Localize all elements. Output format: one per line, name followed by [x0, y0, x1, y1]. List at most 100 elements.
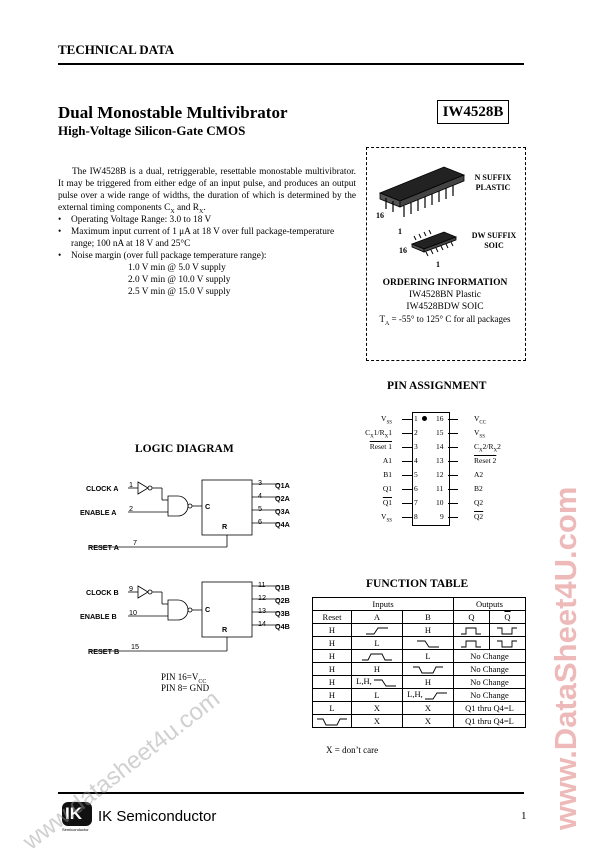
pin-right-lead: [448, 503, 458, 504]
pin-left-lead: [402, 419, 412, 420]
company-name: IK Semiconductor: [98, 808, 217, 825]
bullet-icon: •: [58, 227, 62, 237]
n-suffix-label: N SUFFIX: [474, 173, 512, 182]
function-table-note: X = don’t care: [326, 745, 379, 755]
dip-pin1-label: 1: [398, 227, 402, 236]
pin-note-gnd: PIN 8= GND: [161, 683, 210, 693]
pin-right-lead: [448, 419, 458, 420]
pin-right-label: VCC: [474, 414, 487, 426]
pin-left-label: CX1/RX1: [365, 428, 392, 440]
bullet-icon: •: [58, 251, 62, 261]
logo-ik-text: IK: [65, 804, 82, 823]
table-cell: H: [312, 623, 352, 637]
pin-left-lead: [402, 447, 412, 448]
pin-right-number: 10: [436, 498, 444, 507]
reset-b-label: RESET B: [88, 647, 120, 656]
table-cell: L,H,: [402, 688, 454, 702]
table-cell: X: [402, 701, 454, 715]
table-cell: [402, 636, 454, 650]
output-pin-number: 6: [258, 517, 262, 526]
dip-pin16-label: 16: [376, 211, 384, 220]
clock-a-pin: 1: [129, 480, 133, 489]
ordering-box: [366, 147, 526, 361]
pin-left-number: 2: [414, 428, 418, 437]
pin-right-lead: [448, 489, 458, 490]
pin-right-number: 11: [436, 484, 444, 493]
part-number-box: IW4528B: [437, 100, 509, 124]
pin-left-label: VSS: [381, 414, 392, 426]
reset-b-pin: 15: [131, 642, 139, 651]
table-cell: X: [351, 714, 403, 728]
page-title: Dual Monostable Multivibrator: [58, 103, 288, 122]
table-cell: No Change: [453, 649, 526, 663]
table-cell: L,H,: [351, 675, 403, 689]
table-cell: [453, 623, 490, 637]
table-cell: H: [312, 675, 352, 689]
logo-ik-icon: [62, 802, 92, 826]
noise-margin-2: 2.0 V min @ 10.0 V supply: [128, 275, 231, 285]
pin-left-label: VSS: [381, 512, 392, 524]
output-label: Q2B: [275, 596, 290, 605]
output-label: Q1B: [275, 583, 290, 592]
pin-left-label: B1: [383, 470, 392, 479]
pin-right-number: 16: [436, 414, 444, 423]
output-label: Q3B: [275, 609, 290, 618]
col-header-b: B: [402, 610, 454, 624]
pin-left-number: 6: [414, 484, 418, 493]
table-cell: L: [402, 649, 454, 663]
table-cell: No Change: [453, 688, 526, 702]
col-header-a: A: [351, 610, 403, 624]
table-cell: H: [351, 662, 403, 676]
feature-item: Maximum input current of 1 μA at 18 V ov…: [71, 227, 335, 249]
pin-right-label: Reset 2: [474, 456, 497, 465]
pin-right-lead: [448, 447, 458, 448]
clock-b-pin: 9: [129, 584, 133, 593]
pin-right-lead: [448, 433, 458, 434]
ordering-title: ORDERING INFORMATION: [382, 278, 508, 288]
pin-right-label: Q2: [474, 498, 484, 507]
output-pin-number: 3: [258, 478, 262, 487]
output-pin-number: 12: [258, 593, 266, 602]
enable-b-pin: 10: [129, 608, 137, 617]
footer-rule: [58, 792, 524, 794]
bullet-icon: •: [58, 215, 62, 225]
table-cell: No Change: [453, 662, 526, 676]
pin-right-lead: [448, 475, 458, 476]
output-pin-number: 13: [258, 606, 266, 615]
pin-right-label: Q2: [474, 512, 484, 521]
pin-left-number: 8: [414, 512, 418, 521]
n-suffix-type: PLASTIC: [475, 183, 511, 192]
enable-a-label: ENABLE A: [80, 508, 117, 517]
noise-margin-1: 1.0 V min @ 5.0 V supply: [128, 263, 226, 273]
block2-r-label: R: [222, 625, 228, 634]
pin-right-lead: [448, 517, 458, 518]
table-cell: X: [351, 701, 403, 715]
table-cell: [351, 623, 403, 637]
soic-pin16-label: 16: [399, 246, 407, 255]
pin-left-number: 3: [414, 442, 418, 451]
table-cell: [453, 636, 490, 650]
pin-left-number: 4: [414, 456, 418, 465]
outputs-group-header: Outputs: [453, 597, 526, 611]
ordering-line-1: IW4528BN Plastic: [408, 290, 482, 300]
table-cell: L: [351, 688, 403, 702]
header-label: TECHNICAL DATA: [58, 42, 175, 57]
table-cell: L: [312, 701, 352, 715]
pin-left-lead: [402, 461, 412, 462]
pin-left-number: 5: [414, 470, 418, 479]
pin-left-lead: [402, 517, 412, 518]
ordering-temp: TA = -55° to 125° C for all packages: [379, 314, 511, 327]
noise-margin-3: 2.5 V min @ 15.0 V supply: [128, 287, 231, 297]
table-cell: H: [312, 636, 352, 650]
output-pin-number: 14: [258, 619, 266, 628]
table-cell: Q1 thru Q4=L: [453, 701, 526, 715]
pin-right-number: 14: [436, 442, 444, 451]
output-pin-number: 5: [258, 504, 262, 513]
table-cell: L: [351, 636, 403, 650]
pin-right-number: 13: [436, 456, 444, 465]
pin-right-label: VSS: [474, 428, 485, 440]
